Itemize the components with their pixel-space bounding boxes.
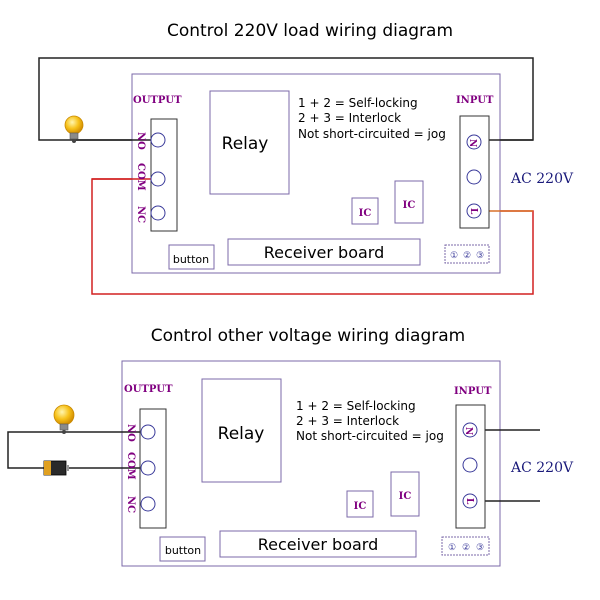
receiver-board-label: Receiver board [258, 535, 379, 554]
note-self-locking: 1 + 2 = Self-locking [298, 96, 418, 110]
jumper-3[interactable]: ③ [476, 543, 484, 553]
terminal-com[interactable] [140, 460, 156, 476]
terminal-label-no: NO [125, 424, 136, 442]
ac-voltage-label: AC 220V [510, 460, 574, 476]
input-label: INPUT [454, 386, 492, 397]
terminal-label-nc: NC [125, 496, 136, 513]
terminal-no[interactable] [140, 424, 156, 440]
note-jog: Not short-circuited = jog [296, 429, 444, 443]
terminal-n[interactable] [466, 134, 482, 150]
jumper-1[interactable]: ① [448, 543, 456, 553]
input-label: INPUT [456, 95, 494, 106]
battery-icon [43, 460, 69, 476]
terminal-no[interactable] [150, 132, 166, 148]
relay-box [201, 378, 282, 483]
bulb-icon [64, 115, 84, 143]
button-label: button [165, 544, 201, 557]
diagram-other-voltage: Control other voltage wiring diagram OUT… [7, 326, 574, 567]
terminal-label-no: NO [135, 132, 146, 150]
ic-chip [390, 471, 420, 517]
diagram-title: Control other voltage wiring diagram [151, 326, 465, 346]
ic-label: IC [399, 491, 412, 502]
terminal-l[interactable] [462, 493, 478, 509]
ic-label: IC [359, 208, 372, 219]
jumper-2[interactable]: ② [462, 543, 470, 553]
jumper-block [441, 536, 490, 556]
terminal-label-nc: NC [135, 206, 146, 223]
output-label: OUTPUT [133, 95, 182, 106]
terminal-label-n: N [463, 427, 473, 435]
terminal-com[interactable] [150, 171, 166, 187]
terminal-l[interactable] [466, 203, 482, 219]
receiver-board-label: Receiver board [264, 243, 385, 262]
terminal-n[interactable] [462, 422, 478, 438]
note-jog: Not short-circuited = jog [298, 127, 446, 141]
terminal-label-n: N [467, 139, 477, 147]
diagram-220v-load: Control 220V load wiring diagram OUTPUT … [38, 21, 574, 295]
ic-label: IC [354, 501, 367, 512]
terminal-label-com: COM [125, 452, 136, 480]
output-label: OUTPUT [124, 384, 173, 395]
ic-chip [346, 490, 374, 518]
ac-voltage-label: AC 220V [510, 171, 574, 187]
terminal-blank[interactable] [466, 169, 482, 185]
ic-chip [351, 197, 379, 225]
terminal-blank[interactable] [462, 457, 478, 473]
learn-button[interactable] [159, 536, 206, 562]
ic-label: IC [403, 200, 416, 211]
diagram-title: Control 220V load wiring diagram [167, 21, 453, 41]
receiver-board-label-box [227, 238, 421, 266]
jumper-3[interactable]: ③ [476, 251, 484, 261]
button-label: button [173, 253, 209, 266]
relay-box [209, 90, 290, 195]
jumper-2[interactable]: ② [463, 251, 471, 261]
relay-label: Relay [222, 134, 269, 154]
receiver-board-label-box [219, 530, 417, 558]
terminal-label-l: L [468, 208, 478, 215]
note-interlock: 2 + 3 = Interlock [298, 111, 401, 125]
note-interlock: 2 + 3 = Interlock [296, 414, 399, 428]
jumper-1[interactable]: ① [450, 251, 458, 261]
wire-no-loop [7, 431, 148, 469]
note-self-locking: 1 + 2 = Self-locking [296, 399, 416, 413]
terminal-label-l: L [464, 498, 474, 505]
terminal-nc[interactable] [140, 496, 156, 512]
learn-button[interactable] [168, 244, 215, 270]
jumper-block [444, 244, 490, 264]
terminal-label-com: COM [135, 163, 146, 191]
relay-label: Relay [218, 424, 265, 444]
ic-chip [394, 180, 424, 224]
bulb-icon [53, 404, 75, 434]
terminal-nc[interactable] [150, 205, 166, 221]
